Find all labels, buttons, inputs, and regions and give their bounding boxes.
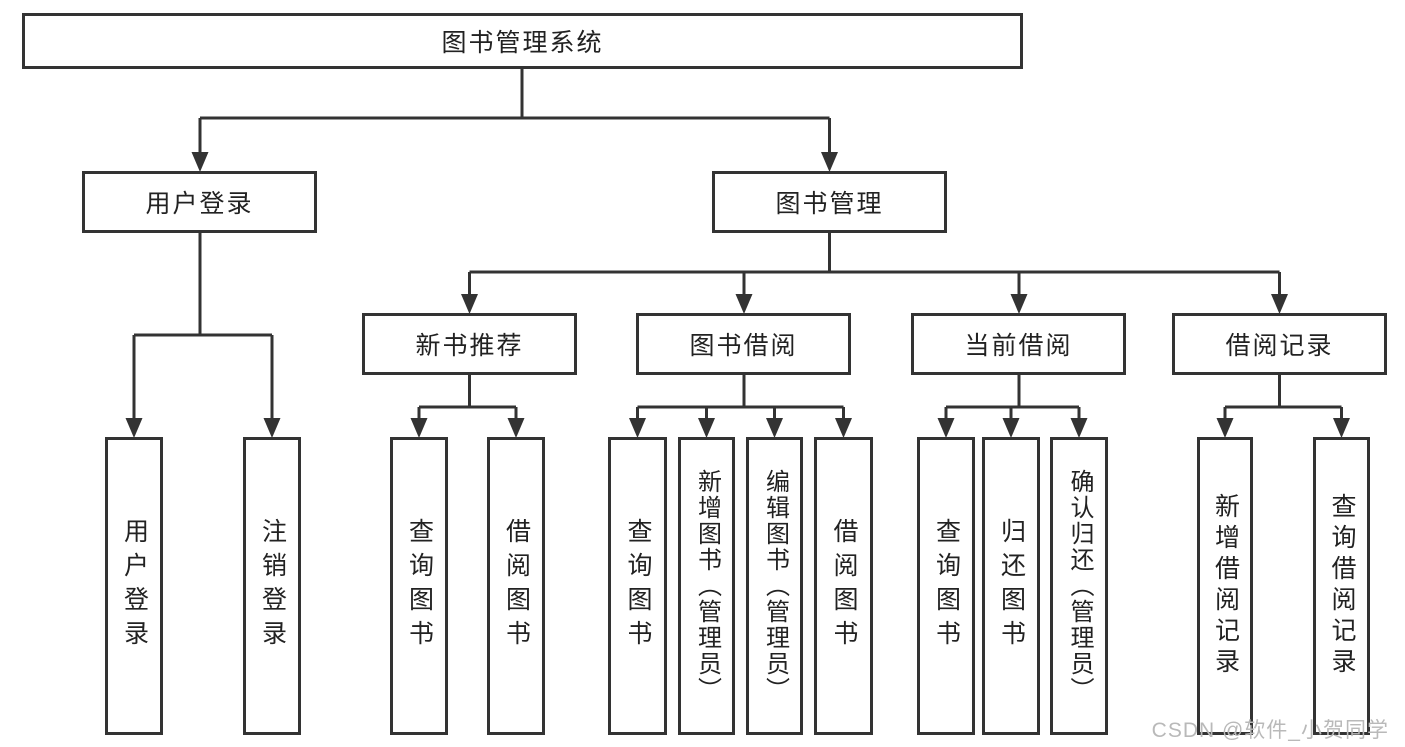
node-query-borrow-record: 查询借阅记录 [1313, 437, 1370, 735]
node-query-books-current: 查询图书 [917, 437, 975, 735]
node-query-books-borrowing: 查询图书 [608, 437, 667, 735]
node-borrow-books-newbook: 借阅图书 [487, 437, 545, 735]
node-query-books-newbook: 查询图书 [390, 437, 448, 735]
csdn-watermark: CSDN @软件_小贺同学 [1151, 719, 1389, 742]
node-edit-books-admin: 编辑图书（管理员） [746, 437, 803, 735]
node-logout-action: 注销登录 [243, 437, 301, 735]
node-confirm-return-admin: 确认归还（管理员） [1050, 437, 1108, 735]
node-library-management-system: 图书管理系统 [22, 13, 1023, 69]
node-new-book-recommendation: 新书推荐 [362, 313, 577, 375]
node-current-borrowing: 当前借阅 [911, 313, 1126, 375]
arrowheads [125, 152, 1350, 438]
node-book-management: 图书管理 [712, 171, 947, 233]
node-return-books: 归还图书 [982, 437, 1040, 735]
node-add-books-admin: 新增图书（管理员） [678, 437, 735, 735]
node-borrowing-records: 借阅记录 [1172, 313, 1387, 375]
node-add-borrow-record: 新增借阅记录 [1197, 437, 1253, 735]
connector-paths [132, 69, 1343, 424]
node-user-login-action: 用户登录 [105, 437, 163, 735]
node-book-borrowing: 图书借阅 [636, 313, 851, 375]
node-borrow-books-borrowing: 借阅图书 [814, 437, 873, 735]
node-user-login: 用户登录 [82, 171, 317, 233]
